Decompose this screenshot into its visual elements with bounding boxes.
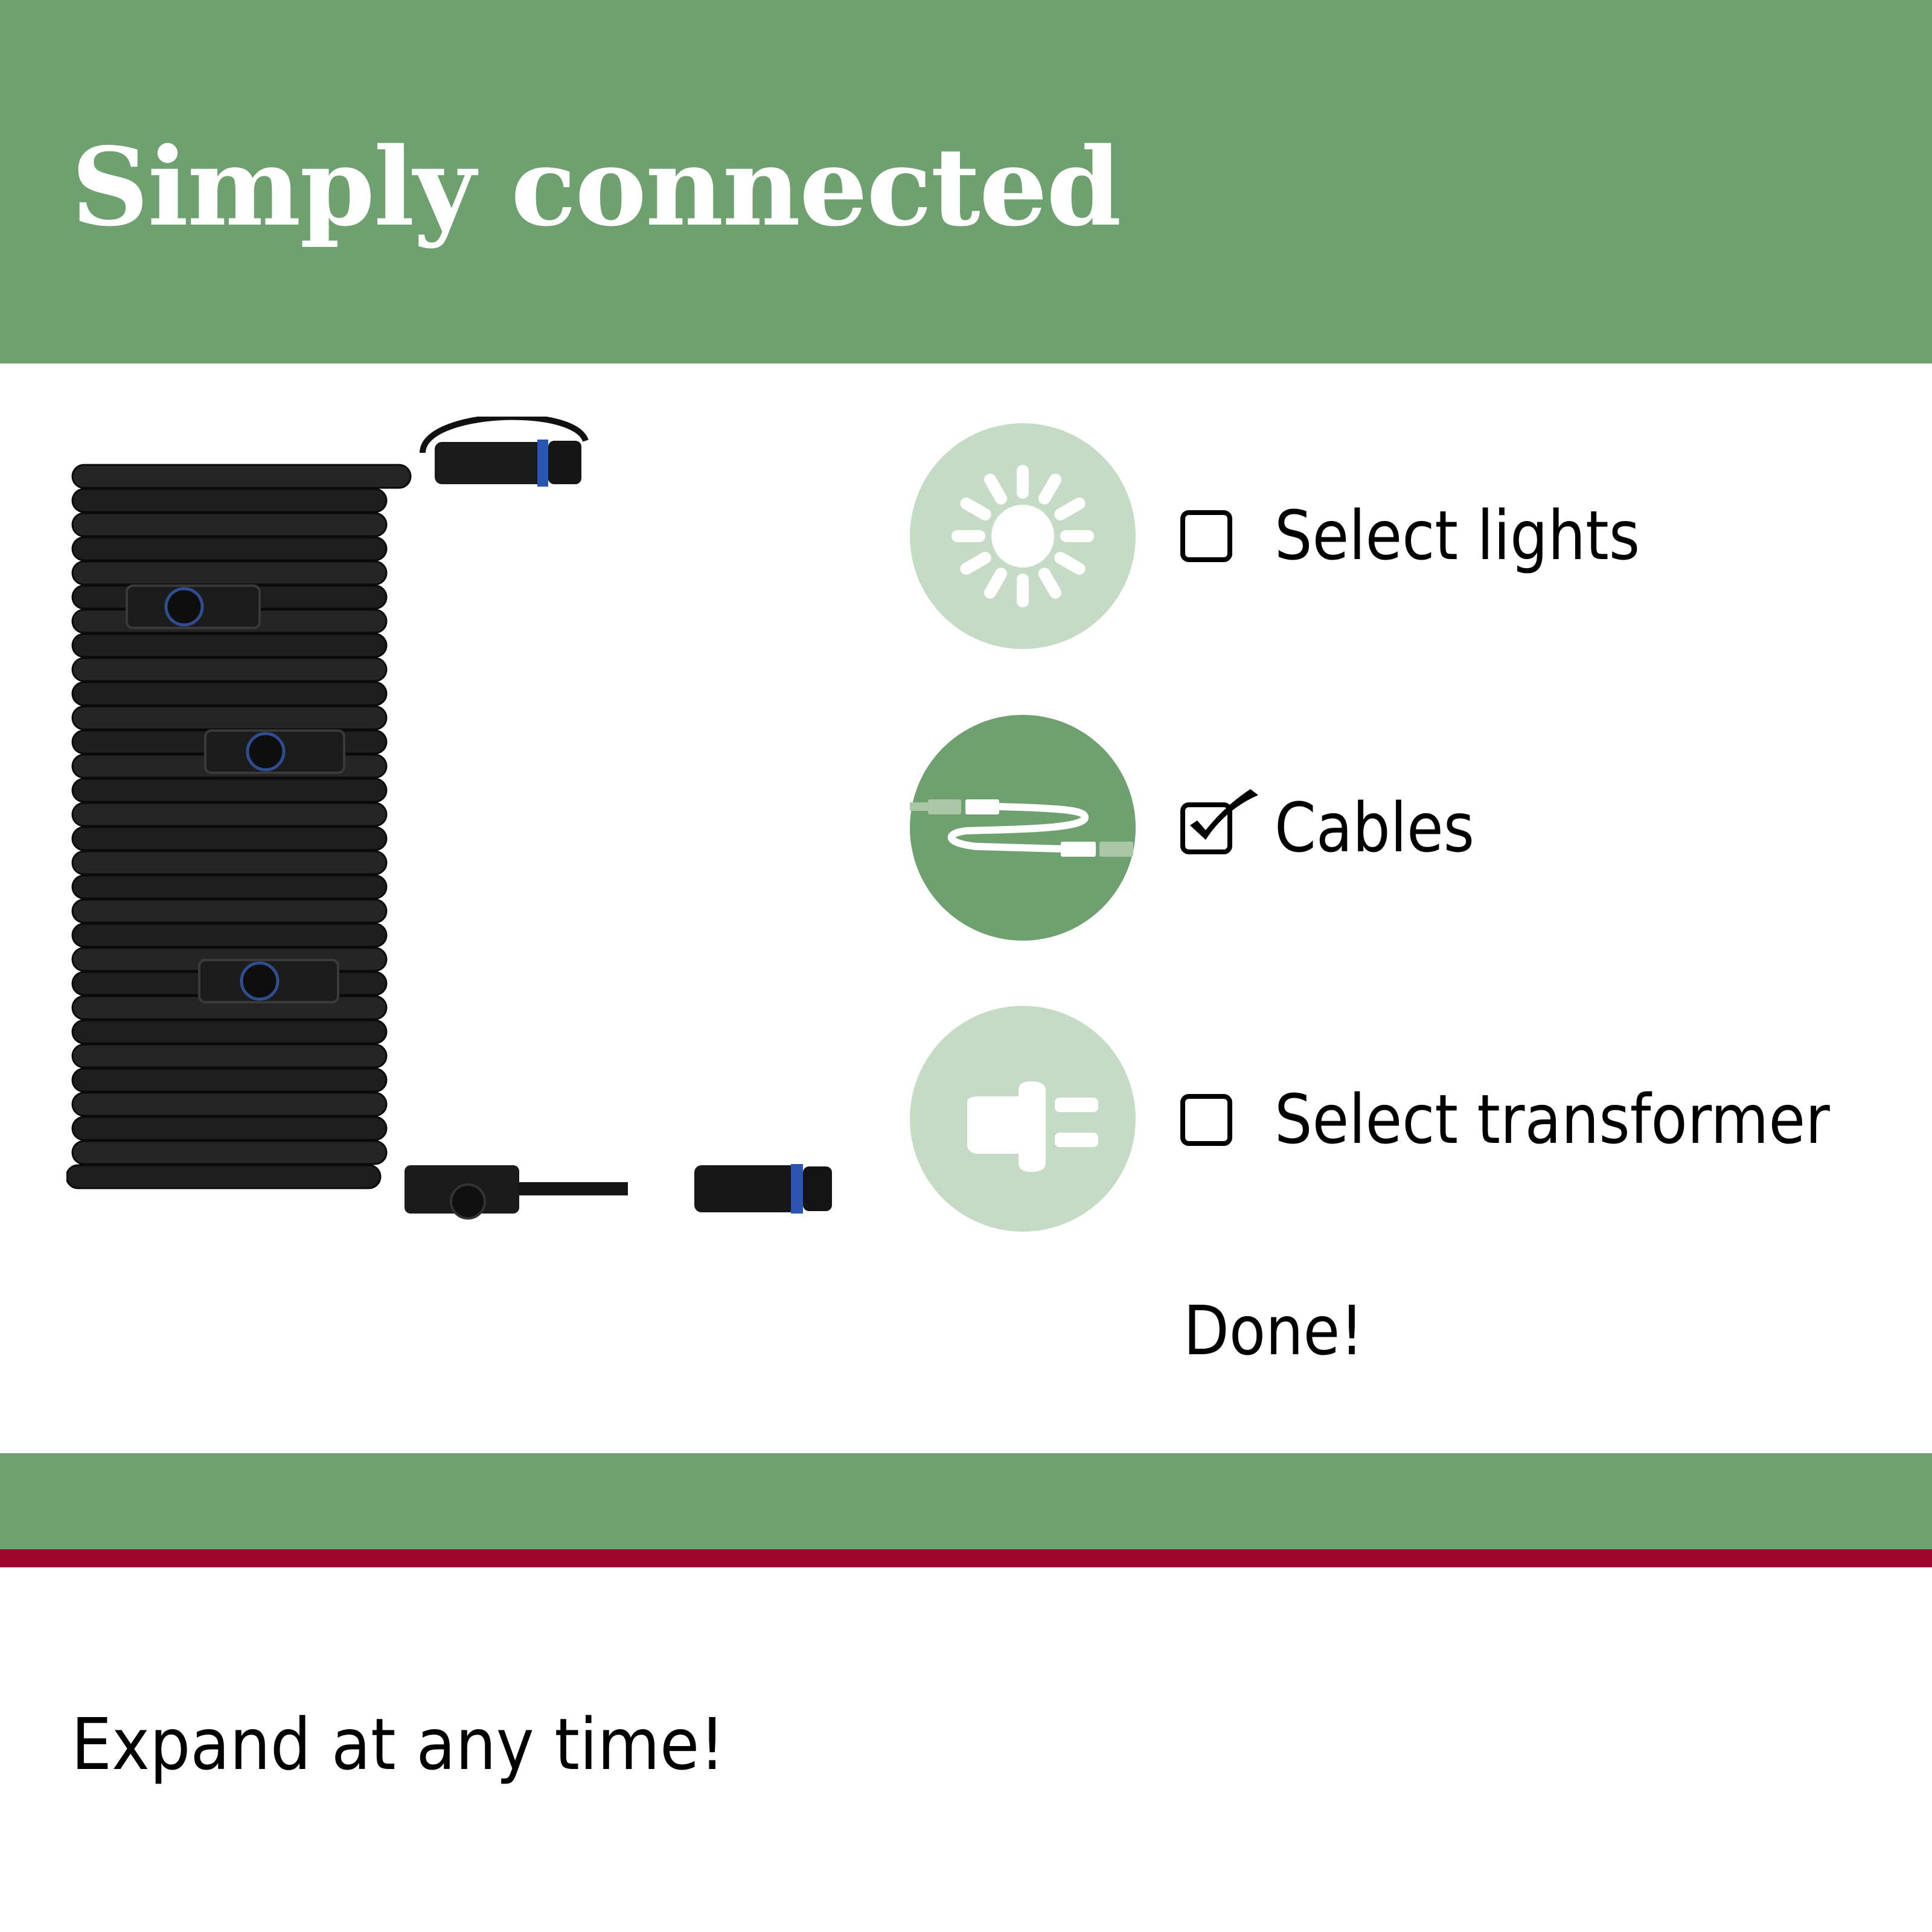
- cable-loop: [71, 850, 388, 875]
- cable-loop: [71, 1140, 388, 1165]
- cable-loop: [71, 874, 388, 900]
- sun-ray: [1054, 497, 1086, 520]
- sun-ray: [1038, 568, 1061, 599]
- cable-loop: [71, 802, 388, 827]
- cable-loop: [71, 705, 388, 731]
- step-cables[interactable]: Cables: [1180, 786, 1502, 871]
- cable-loop: [71, 1019, 388, 1044]
- step-label: Cables: [1275, 789, 1475, 868]
- cable-loop: [71, 633, 388, 658]
- sun-icon: [910, 423, 1136, 649]
- checkbox-unchecked[interactable]: [1180, 510, 1232, 562]
- sun-ray: [984, 568, 1007, 599]
- sun-ray: [960, 552, 991, 575]
- done-label: Done!: [1183, 1292, 1364, 1371]
- step-label: Select transformer: [1275, 1081, 1830, 1159]
- cable-loop: [71, 923, 388, 948]
- step-select-lights[interactable]: Select lights: [1180, 494, 1690, 578]
- cable-loop: [71, 826, 388, 851]
- checkbox-unchecked[interactable]: [1180, 1094, 1232, 1146]
- cable-loop: [71, 536, 388, 561]
- footer-text: Expand at any time!: [71, 1703, 725, 1786]
- sun-ray: [1054, 552, 1086, 575]
- step-label: Select lights: [1275, 497, 1640, 575]
- cable-loop: [66, 1164, 382, 1189]
- plug-icon: [910, 1006, 1136, 1232]
- cable-loop: [71, 560, 388, 586]
- page-title: Simply connected: [71, 124, 1121, 250]
- cable-loop: [71, 898, 388, 924]
- cable-loop: [71, 778, 388, 803]
- cable-loop: [71, 1067, 388, 1093]
- checkbox-checked[interactable]: [1180, 789, 1258, 854]
- sun-ray: [984, 473, 1007, 505]
- cable-loop: [71, 464, 412, 489]
- step-select-transformer[interactable]: Select transformer: [1180, 1078, 1905, 1162]
- red-divider: [0, 1549, 1932, 1567]
- cable-icon: [910, 715, 1136, 941]
- cable-loop: [71, 1092, 388, 1117]
- cable-coil-image: [66, 417, 832, 1220]
- sun-ray: [960, 497, 991, 520]
- step-lights-icon-circle: [910, 423, 1136, 649]
- cable-loop: [71, 681, 388, 706]
- green-divider: [0, 1453, 1932, 1550]
- cable-loop: [71, 512, 388, 537]
- cable-loop: [71, 488, 388, 513]
- cable-loop: [71, 1116, 388, 1141]
- checkmark-icon: [1190, 789, 1258, 840]
- step-transformer-icon-circle: [910, 1006, 1136, 1232]
- cable-loop: [71, 657, 388, 682]
- step-cables-icon-circle: [910, 715, 1136, 941]
- cable-loop: [71, 1043, 388, 1069]
- header-banner: Simply connected: [0, 0, 1932, 363]
- sun-ray: [1038, 473, 1061, 505]
